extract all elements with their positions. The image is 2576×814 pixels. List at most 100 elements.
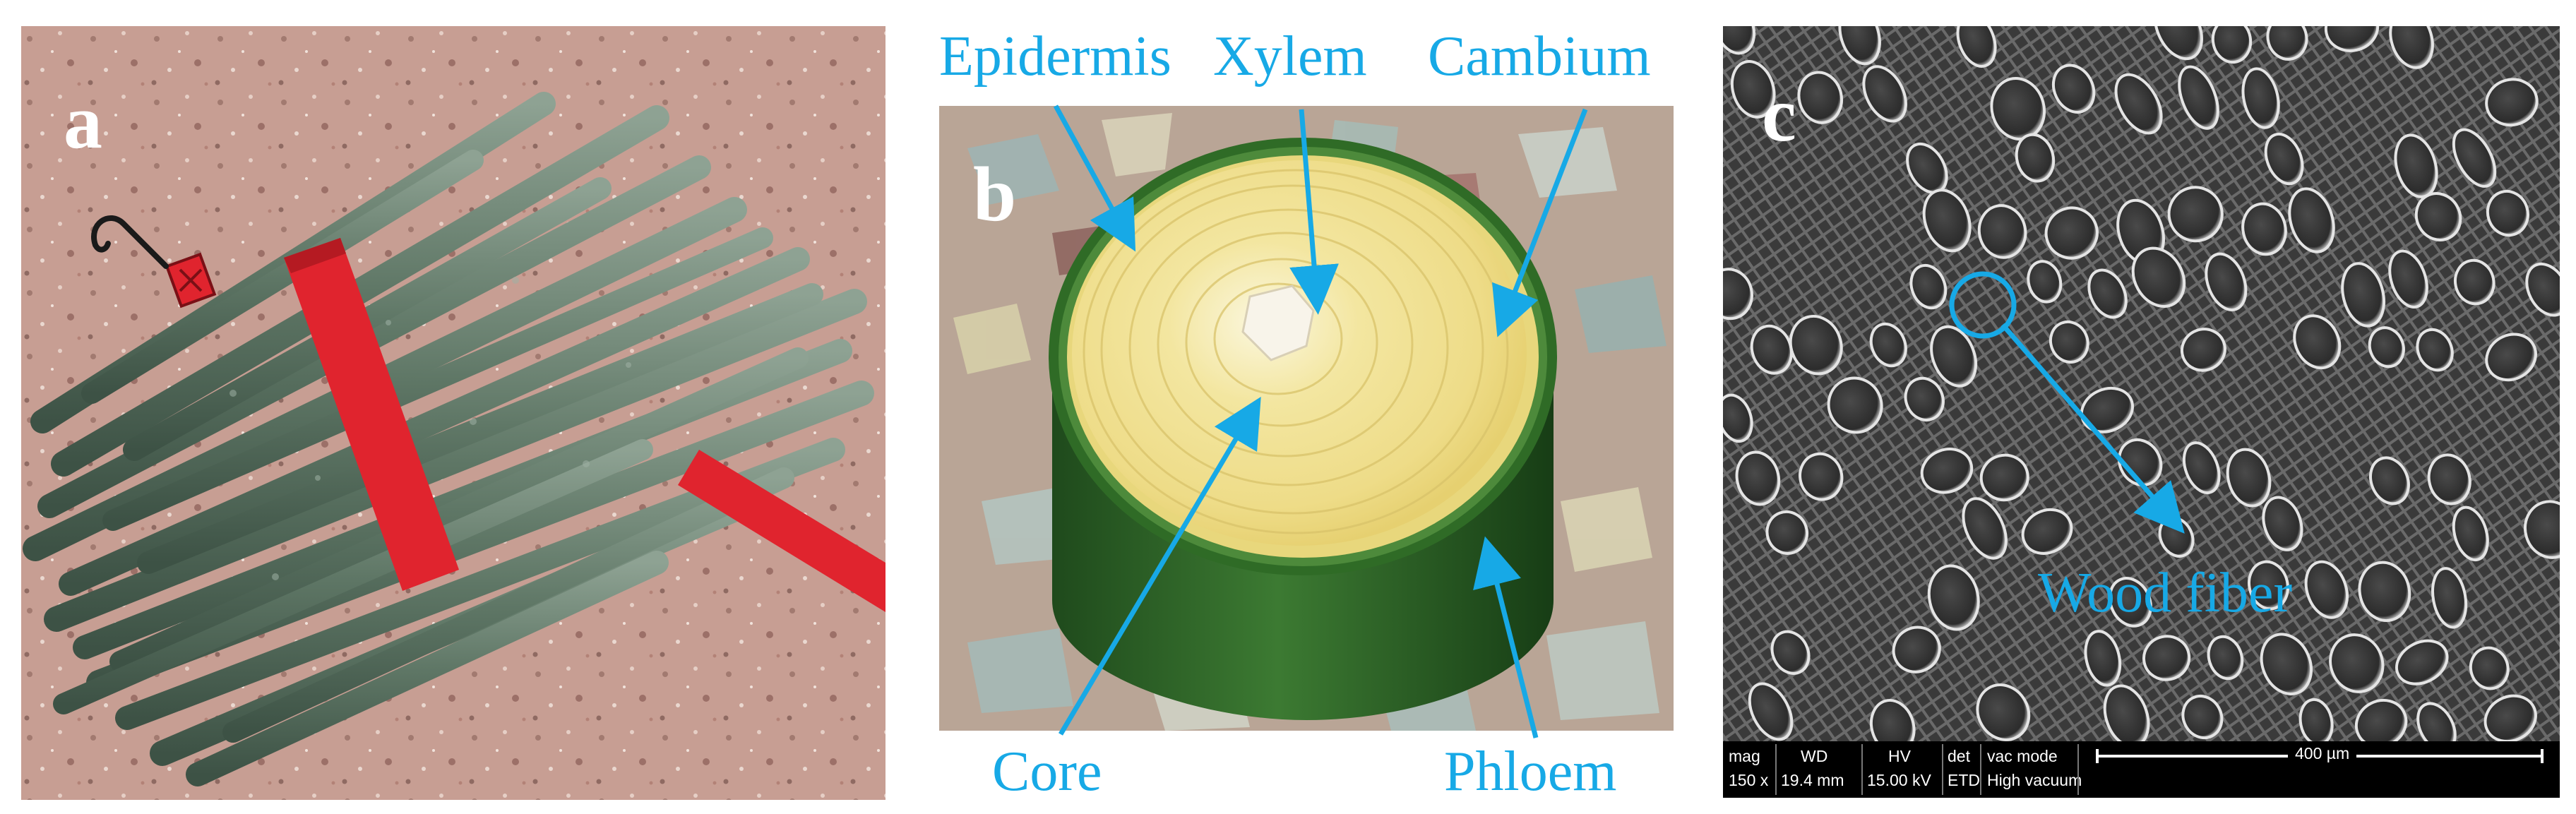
vessel-lumen	[2395, 639, 2449, 686]
vessel-lumen	[2388, 249, 2428, 309]
vessel-lumen	[1862, 65, 1907, 123]
vessel-lumen	[1770, 630, 1811, 675]
panel-a-label: a	[64, 78, 102, 164]
vessel-lumen	[2103, 684, 2150, 741]
vessel-lumen	[2108, 577, 2152, 628]
sem-scale-label: 400 µm	[2288, 741, 2357, 765]
vessel-lumen	[2452, 128, 2497, 188]
vessel-lumen	[2182, 441, 2221, 494]
sem-info-bar: mag 150 x WD 19.4 mm HV 15.00 kV det ETD…	[1723, 741, 2560, 798]
vessel-lumen	[2241, 67, 2280, 129]
vessel-lumen	[2241, 202, 2287, 256]
vessel-lumen	[1730, 60, 1776, 119]
vessel-lumen	[1904, 376, 1945, 421]
vessel-lumen	[2431, 567, 2468, 629]
vessel-lumen	[2469, 646, 2510, 690]
stick-bundle-photo	[21, 26, 886, 800]
sem-wd-label: WD	[1801, 747, 1828, 765]
vessel-lumen	[2485, 333, 2537, 382]
panel-c-label: c	[1762, 71, 1796, 157]
label-epidermis: Epidermis	[939, 25, 1171, 88]
vessel-lumen	[2087, 268, 2128, 319]
vessel-lumen	[2248, 560, 2289, 611]
sem-hv-value: 15.00 kV	[1867, 771, 1931, 789]
vessel-lumen	[2298, 698, 2334, 741]
panel-a-photo: a	[21, 26, 886, 800]
vessel-lumen	[1723, 393, 1753, 443]
vessel-lumen	[2142, 635, 2191, 681]
sem-divider	[1942, 744, 1943, 795]
label-xylem: Xylem	[1213, 25, 1367, 88]
vessel-lumen	[1977, 204, 2027, 259]
vessel-lumen	[1723, 26, 1756, 55]
vessel-lumen	[2452, 505, 2489, 562]
vessel-lumen	[2453, 258, 2496, 306]
vessel-lumen	[2262, 496, 2303, 551]
vessel-lumen	[2051, 64, 2096, 114]
vessel-lumen	[1892, 626, 1941, 674]
vessel-lumen	[1909, 263, 1948, 310]
vessel-lumen	[2264, 132, 2304, 186]
vessel-lumen	[2524, 500, 2560, 559]
vessel-lumen	[2358, 561, 2411, 623]
vessel-lumen	[1869, 322, 1907, 368]
sem-divider	[1861, 744, 1863, 795]
vessel-lumen	[1748, 682, 1794, 741]
sem-vac-label: vac mode	[1987, 747, 2058, 765]
vessel-lumen	[2015, 133, 2056, 183]
vessel-lumen	[2288, 187, 2335, 253]
vessel-lumen	[2084, 630, 2122, 687]
sem-vac-value: High vacuum	[1987, 771, 2082, 789]
vessel-lumen	[2260, 633, 2313, 695]
label-core: Core	[992, 741, 1102, 803]
sem-mag-value: 150 x	[1729, 771, 1769, 789]
vessel-lumen	[2211, 26, 2253, 64]
vessel-lumen	[1789, 314, 1843, 376]
s-hook-icon	[91, 215, 169, 269]
vessel-lumen	[2416, 702, 2457, 741]
label-phloem: Phloem	[1444, 741, 1617, 803]
sem-wd-value: 19.4 mm	[1781, 771, 1844, 789]
vessel-lumen	[2369, 456, 2410, 505]
vessel-lumen	[1976, 683, 2031, 741]
vessel-lumen	[2114, 73, 2163, 135]
panel-b-label: b	[973, 151, 1017, 237]
sem-det-value: ETD	[1948, 771, 1980, 789]
vessel-lumen	[2205, 252, 2248, 312]
vessel-lumen	[1930, 325, 1978, 388]
vessel-lumen	[2027, 260, 2063, 304]
vessel-lumen	[1920, 448, 1974, 494]
vessel-lumen	[2044, 206, 2099, 260]
sem-image	[1723, 26, 2560, 741]
vessel-lumen	[1838, 26, 1881, 66]
vessel-lumen	[2329, 633, 2385, 693]
sem-mag-label: mag	[1729, 747, 1760, 765]
vessel-lumen	[2485, 78, 2539, 127]
sem-det-label: det	[1948, 747, 1970, 765]
vessel-lumen	[2324, 26, 2380, 52]
vessel-lumen	[2266, 26, 2308, 61]
sem-divider	[1775, 744, 1777, 795]
vessel-lumen	[1956, 26, 1997, 68]
vessel-lumen	[1799, 452, 1844, 501]
stem-cross-section-photo	[939, 106, 1674, 731]
vessel-lumen	[2416, 328, 2454, 372]
vessel-lumen	[1735, 450, 1781, 506]
vessel-lumen	[2304, 560, 2349, 619]
sem-divider	[1980, 744, 1981, 795]
vessel-lumen	[1922, 188, 1972, 253]
vessel-lumen	[2486, 189, 2529, 237]
sem-divider	[2077, 744, 2079, 795]
panel-b-photo: b	[939, 106, 1674, 731]
vessel-lumen	[1869, 699, 1916, 741]
vessel-lumen	[2293, 314, 2342, 370]
vessel-lumen	[2180, 328, 2226, 372]
vessel-lumen	[2181, 695, 2224, 740]
vessel-lumen	[1723, 268, 1753, 321]
vessel-lumen	[2226, 448, 2272, 508]
vessel-lumen	[2368, 326, 2405, 369]
vessel-lumen	[2354, 698, 2408, 741]
vessel-lumen	[1927, 564, 1980, 631]
vessel-lumen	[1797, 71, 1844, 124]
vessel-lumen	[1765, 510, 1809, 555]
